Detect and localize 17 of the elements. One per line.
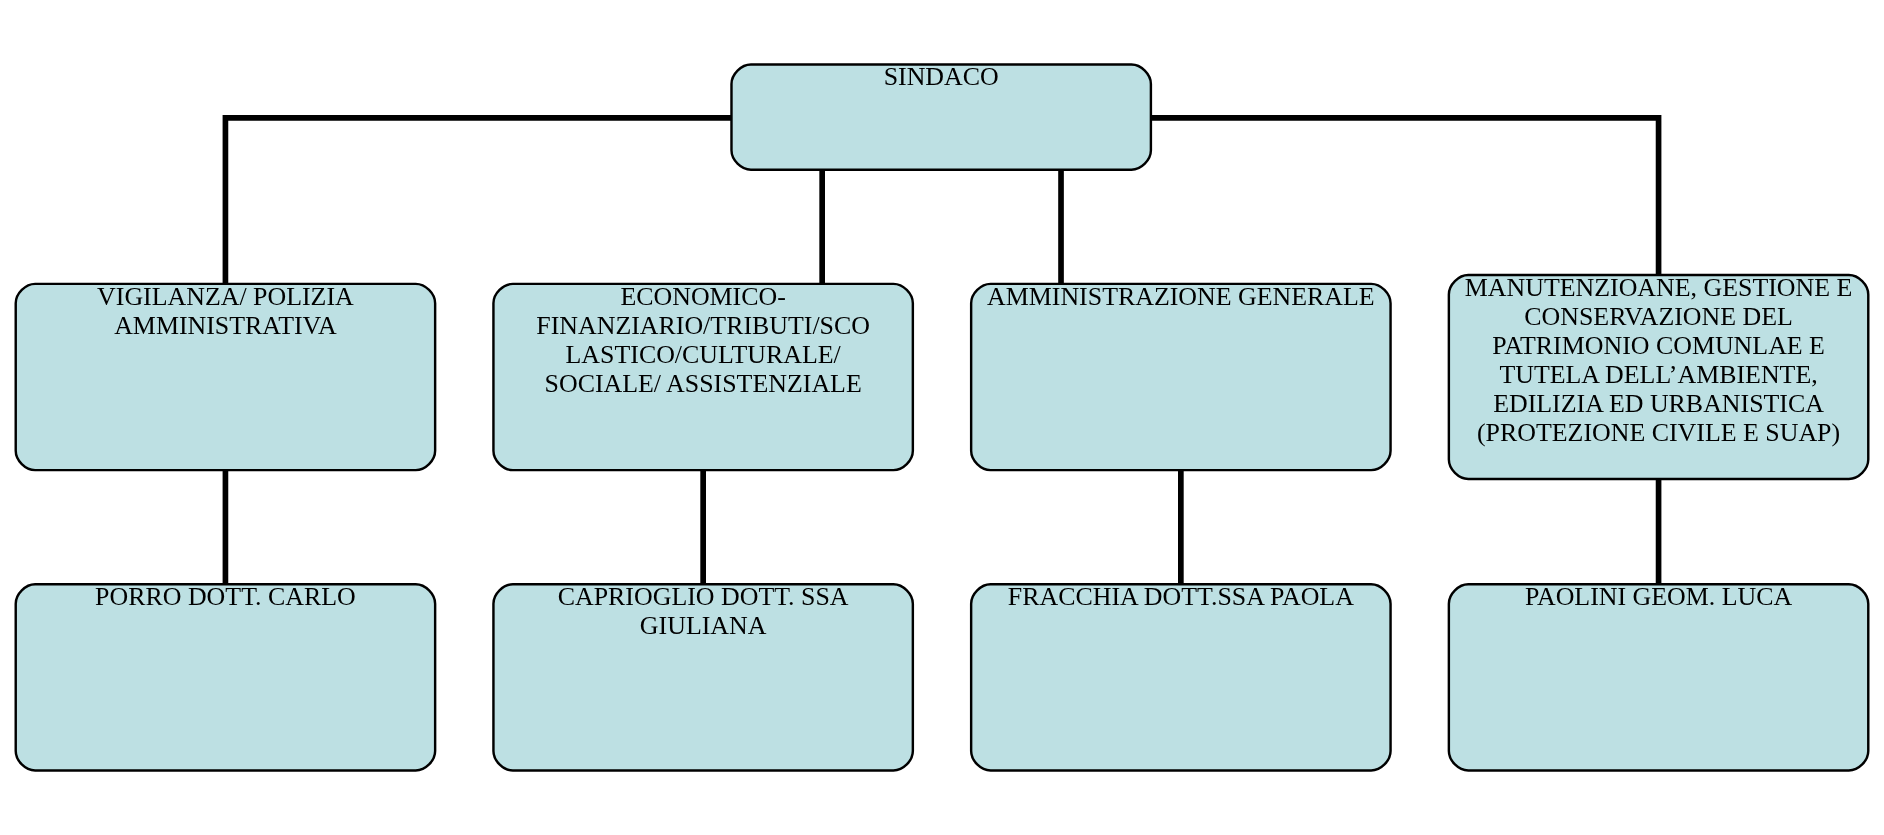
node-box: CAPRIOGLIO DOTT. SSA GIULIANA [492,583,915,772]
node-box: AMMINISTRAZIONE GENERALE [969,282,1392,472]
connector [819,170,825,284]
node-box: ECONOMICO- FINANZIARIO/TRIBUTI/SCO LASTICO/CULTURALE/ SOCIALE/ ASSISTENZIALE [492,282,915,472]
node-box: SINDACO [730,63,1153,171]
node-box: PAOLINI GEOM. LUCA [1447,583,1870,772]
connector [1058,170,1064,284]
connector [1655,479,1662,585]
node-box: VIGILANZA/ POLIZIA AMMINISTRATIVA [14,282,437,472]
connector [222,470,229,585]
connector [222,115,732,284]
node-box: MANUTENZIOANE, GESTIONE E CONSERVAZIONE DEL PATRIMONIO COMUNLAE E TUTELA DELL’AMBIENTE, EDILIZIA ED URBANISTICA (PROTEZIONE CIVILE E SUAP) [1447,273,1870,481]
connector [1178,470,1184,585]
node-box: PORRO DOTT. CARLO [14,583,437,772]
connector [1151,115,1662,275]
connector [700,470,706,585]
node-box: FRACCHIA DOTT.SSA PAOLA [969,583,1392,772]
